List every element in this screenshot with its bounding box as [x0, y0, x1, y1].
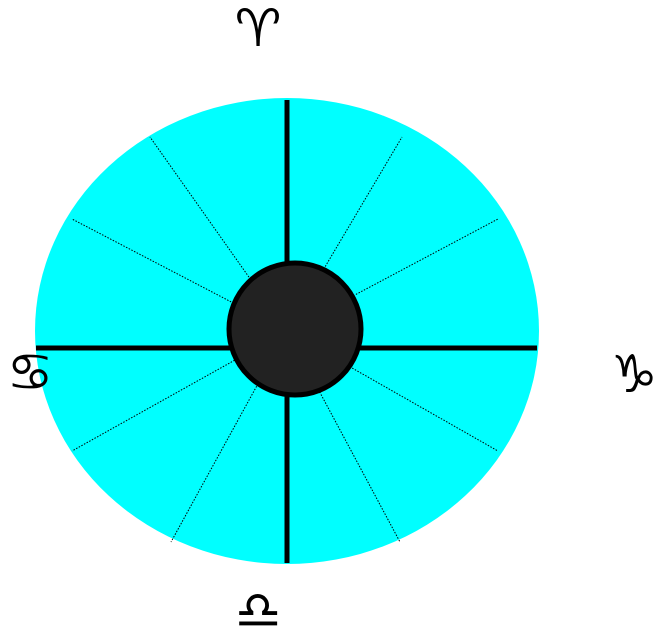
libra-sign: ♎: [235, 581, 282, 632]
aries-sign: ♈: [235, 0, 282, 59]
capricorn-sign: ♑: [611, 345, 658, 405]
cancer-sign: ♋: [7, 343, 54, 403]
minor-spoke: [71, 330, 288, 452]
center-hub: [226, 260, 364, 398]
